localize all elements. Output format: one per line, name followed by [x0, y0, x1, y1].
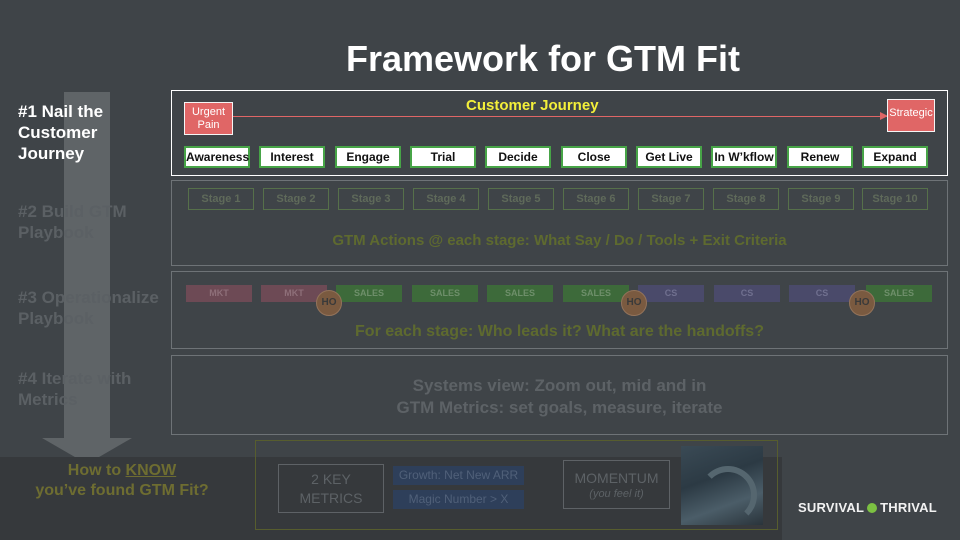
stage-label-6: Stage 6 [563, 188, 629, 210]
stage-label-1: Stage 1 [188, 188, 254, 210]
stage-label-3: Stage 3 [338, 188, 404, 210]
stage-label-10: Stage 10 [862, 188, 928, 210]
stage-get-live: Get Live [636, 146, 702, 168]
operationalize-panel [171, 271, 948, 349]
owner-stage-3: SALES [336, 285, 402, 302]
stage-decide: Decide [485, 146, 551, 168]
operationalize-text: For each stage: Who leads it? What are t… [355, 323, 764, 340]
stage-label-8: Stage 8 [713, 188, 779, 210]
page-title: Framework for GTM Fit [345, 38, 741, 79]
fit-band [0, 457, 782, 540]
metric-growth: Growth: Net New ARR [393, 466, 524, 485]
owner-stage-2: MKT [261, 285, 327, 302]
owner-stage-5: SALES [487, 285, 553, 302]
owner-stage-7: CS [638, 285, 704, 302]
customer-journey-title: Customer Journey [466, 97, 599, 114]
stage-renew: Renew [787, 146, 853, 168]
handoff-marker-2: HO [621, 290, 647, 316]
iterate-text: Systems view: Zoom out, mid and in GTM M… [396, 376, 723, 417]
stage-label-7: Stage 7 [638, 188, 704, 210]
how-to-know-text: How to KNOW you’ve found GTM Fit? [35, 462, 209, 499]
stage-engage: Engage [335, 146, 401, 168]
momentum-box: MOMENTUM (you feel it) [563, 460, 670, 509]
down-arrow-icon [64, 92, 110, 442]
stage-label-2: Stage 2 [263, 188, 329, 210]
urgent-pain-box: Urgent Pain [184, 102, 233, 135]
stage-label-4: Stage 4 [413, 188, 479, 210]
iterate-panel [171, 355, 948, 435]
handoff-marker-1: HO [316, 290, 342, 316]
owner-stage-1: MKT [186, 285, 252, 302]
survival-thrival-dot-icon [867, 503, 878, 513]
wave-image-icon [681, 446, 763, 525]
metric-magic-number: Magic Number > X [393, 490, 524, 509]
row-label-1: #1 Nail the Customer Journey [18, 102, 104, 163]
stage-in-workflow: In W’kflow [711, 146, 777, 168]
owner-stage-9: CS [789, 285, 855, 302]
handoff-marker-3: HO [849, 290, 875, 316]
owner-stage-10: SALES [866, 285, 932, 302]
stage-expand: Expand [862, 146, 928, 168]
stage-label-5: Stage 5 [488, 188, 554, 210]
customer-journey-panel [171, 90, 948, 176]
key-metrics-box: 2 KEY METRICS [278, 464, 384, 513]
owner-stage-8: CS [714, 285, 780, 302]
stage-awareness: Awareness [184, 146, 250, 168]
strategic-box: Strategic [887, 99, 935, 132]
stage-interest: Interest [259, 146, 325, 168]
row-label-3: #3 Operationalize Playbook [18, 288, 159, 328]
stage-close: Close [561, 146, 627, 168]
stage-trial: Trial [410, 146, 476, 168]
journey-line [233, 116, 887, 117]
playbook-text: GTM Actions @ each stage: What Say / Do … [332, 232, 787, 249]
journey-arrowhead-icon [880, 112, 888, 120]
row-label-2: #2 Build GTM Playbook [18, 202, 127, 242]
row-label-4: #4 Iterate with Metrics [18, 369, 132, 409]
owner-stage-6: SALES [563, 285, 629, 302]
stage-label-9: Stage 9 [788, 188, 854, 210]
metrics-box [255, 440, 778, 530]
owner-stage-4: SALES [412, 285, 478, 302]
playbook-panel [171, 180, 948, 266]
